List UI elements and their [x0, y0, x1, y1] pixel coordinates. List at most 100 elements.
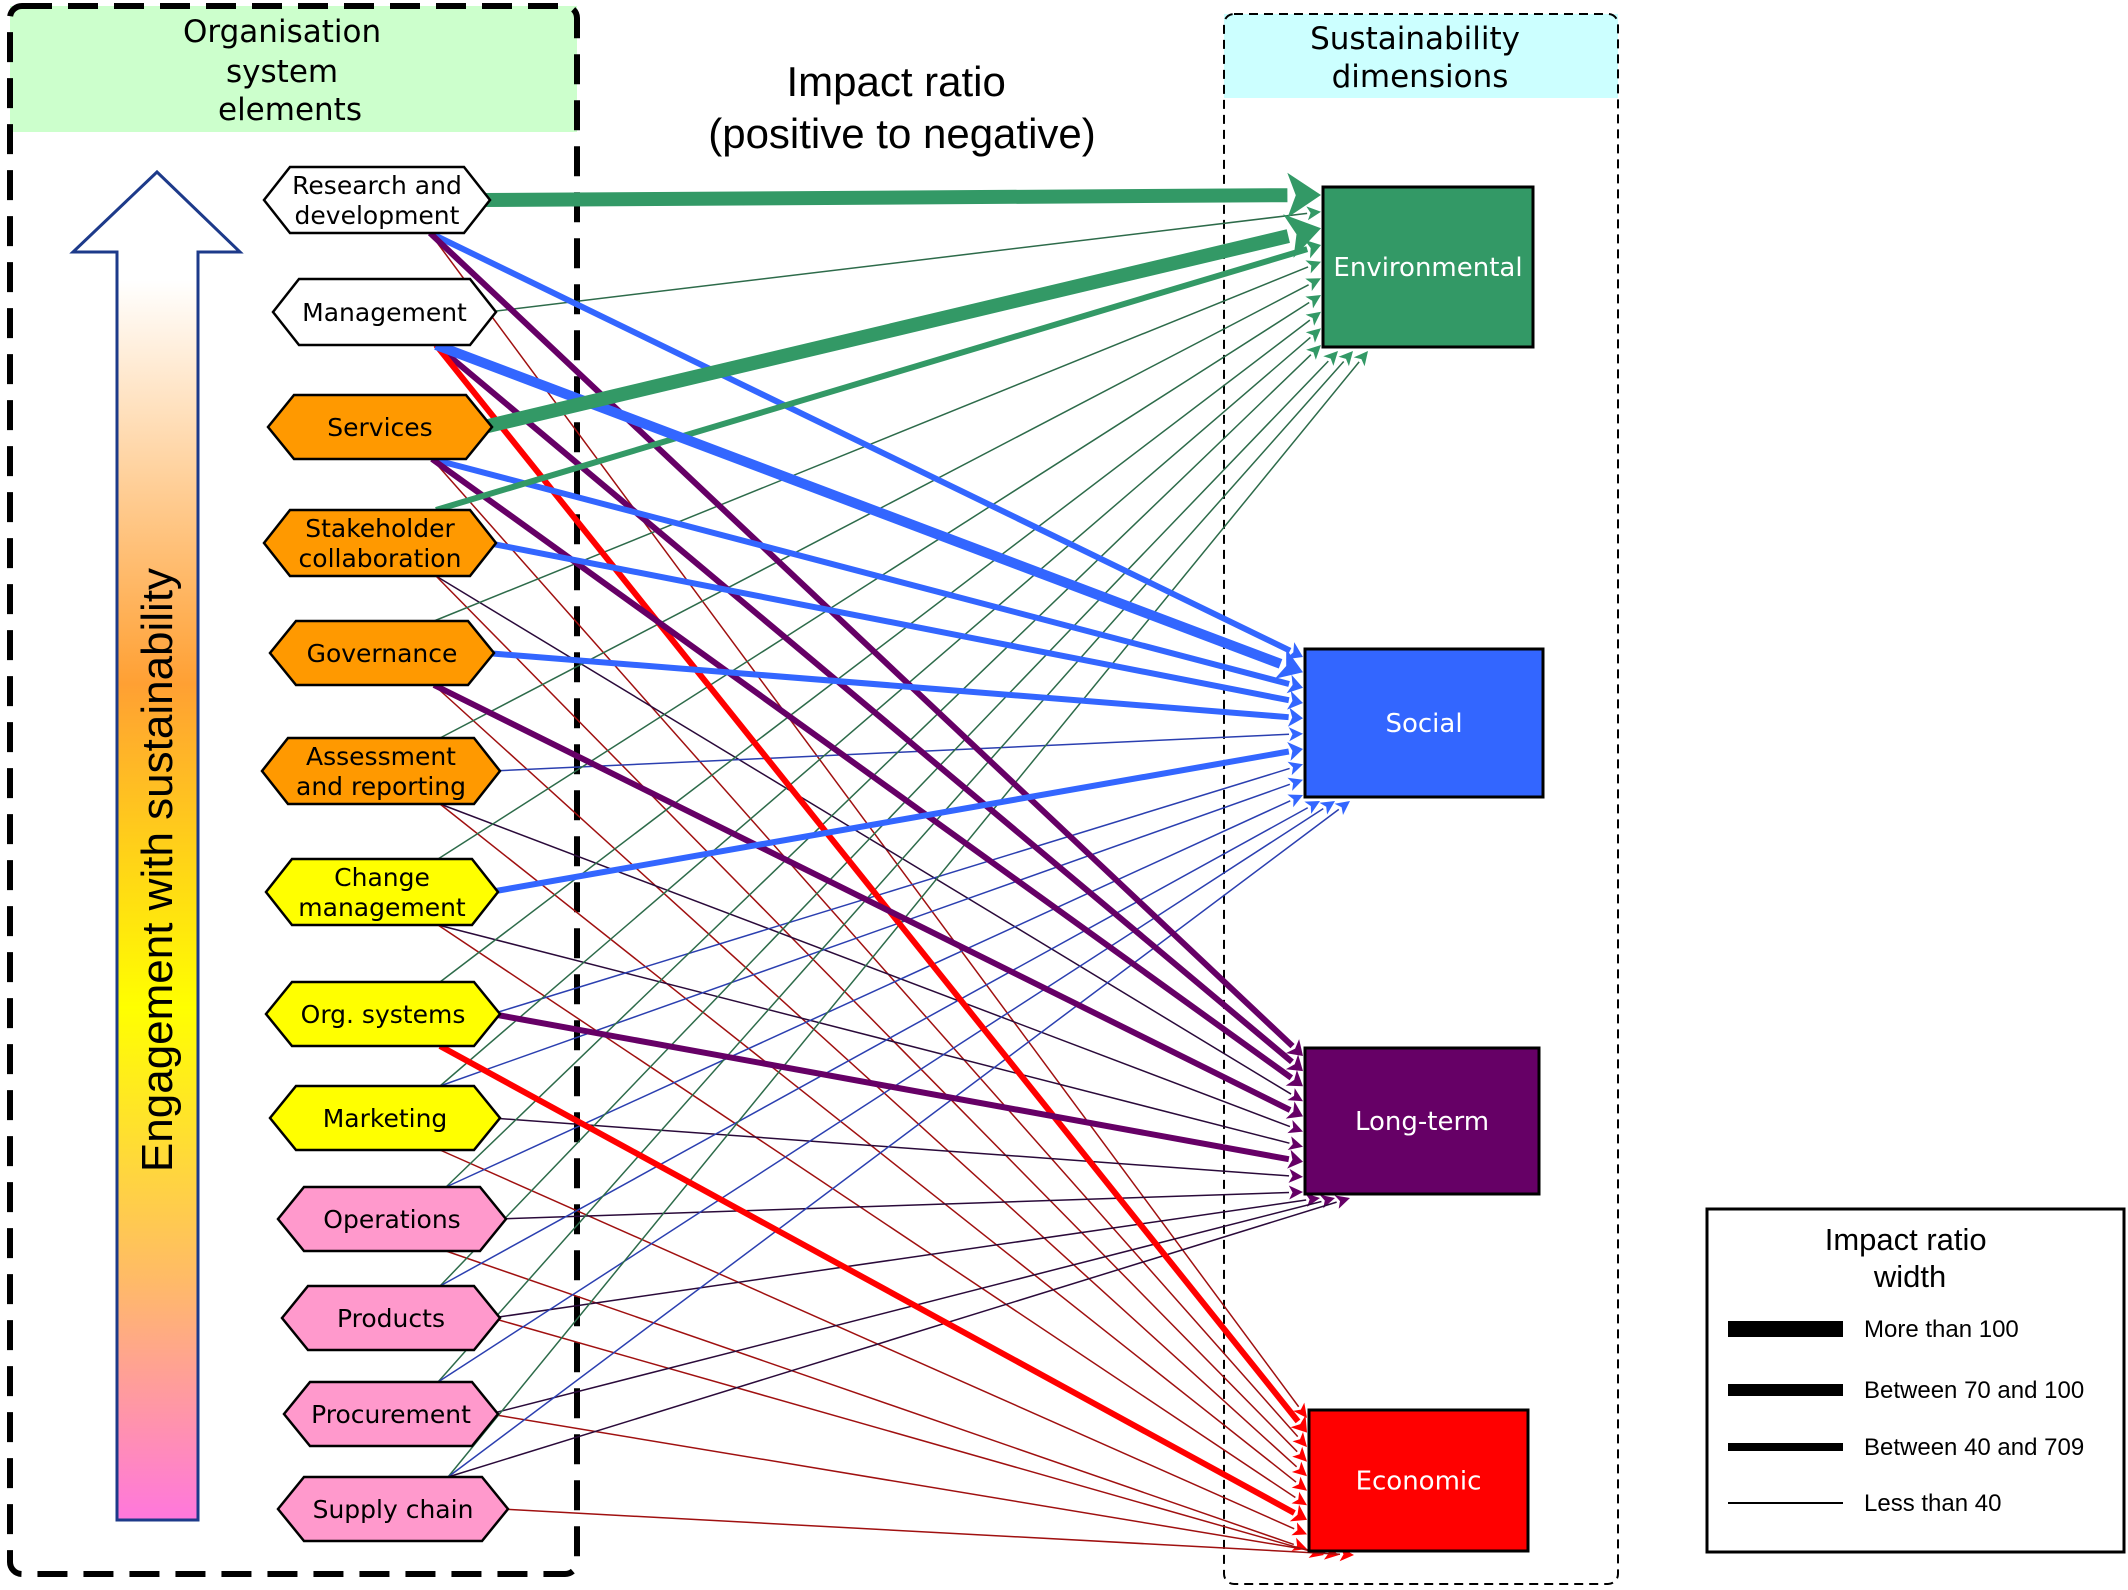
links-layer [427, 172, 1368, 1562]
link-arrowhead [1353, 351, 1368, 367]
link-mgmt-eco [433, 343, 1307, 1433]
link-services-eco [431, 458, 1307, 1448]
link-governance-lt [432, 682, 1303, 1119]
link-line [491, 1317, 1311, 1552]
link-line [435, 575, 1298, 1453]
link-governance-env [433, 260, 1321, 622]
link-arrowhead [1285, 642, 1303, 660]
dimension-box [1303, 1046, 1541, 1196]
left-panel: Organisation system elements [7, 3, 580, 1577]
link-marketing-lt [491, 1117, 1303, 1183]
link-line [447, 1201, 1337, 1478]
link-change-eco [437, 924, 1307, 1506]
legend-title: Impact ratio width [1825, 1222, 1996, 1294]
element-node-governance: Governance [268, 619, 496, 687]
link-line [439, 803, 1297, 1483]
link-line [434, 342, 1294, 1065]
link-arrowhead [1291, 1491, 1307, 1506]
right-panel-header-bg [1224, 14, 1618, 98]
link-line [489, 748, 1290, 895]
link-line [435, 246, 1309, 513]
link-arrowhead [1287, 1120, 1303, 1134]
link-arrowhead [1306, 345, 1321, 360]
element-node-shape [268, 619, 496, 687]
dimension-label: Long-term [1355, 1107, 1489, 1137]
link-line [437, 924, 1290, 1144]
link-line [491, 767, 1290, 1015]
element-node-label: Supply chain [313, 1495, 474, 1524]
link-assessment-lt [439, 803, 1303, 1134]
link-marketing-soc [439, 777, 1303, 1087]
link-arrowhead [1293, 1402, 1307, 1418]
link-services-env [482, 214, 1321, 434]
link-stakeholder-eco [435, 575, 1307, 1462]
link-procurement-soc [437, 801, 1335, 1383]
engagement-arrow-shape [69, 169, 244, 1522]
element-node-shape [264, 857, 500, 927]
element-node-shape [268, 1084, 502, 1152]
link-line [445, 800, 1291, 1188]
link-assessment-eco [439, 803, 1307, 1491]
link-arrowhead [1292, 1446, 1307, 1462]
legend-label: Between 40 and 709 [1864, 1434, 2084, 1461]
link-line [439, 807, 1309, 1287]
element-node-products: Products [280, 1284, 502, 1352]
link-assessment-soc [491, 727, 1303, 772]
element-node-shape [260, 736, 502, 806]
link-arrowhead [1274, 648, 1303, 679]
link-arrowhead [1287, 794, 1303, 808]
dimension-eco: Economic [1307, 1408, 1530, 1553]
right-panel-title: Sustainability dimensions [1310, 21, 1530, 95]
link-orgsys-lt [491, 1011, 1303, 1169]
link-arrowhead [1283, 214, 1321, 258]
link-line [499, 1508, 1341, 1555]
link-orgsys-eco [438, 1043, 1307, 1522]
link-services-soc [431, 456, 1303, 694]
link-arrowhead [1285, 1054, 1303, 1072]
element-node-shape [262, 165, 492, 235]
link-line [439, 803, 1291, 1128]
link-line [497, 1191, 1290, 1220]
legend-box [1705, 1207, 2126, 1554]
element-node-services: Services [266, 393, 494, 461]
element-node-label: Management [302, 298, 467, 327]
link-arrowhead [1304, 239, 1321, 259]
link-line [433, 343, 1301, 1424]
link-arrowhead [1334, 801, 1350, 815]
element-node-supply: Supply chain [276, 1475, 510, 1543]
element-node-label: Products [337, 1304, 445, 1333]
element-node-shape [262, 508, 498, 578]
link-line [491, 1199, 1307, 1319]
dimension-box [1307, 1408, 1530, 1553]
element-node-label: Governance [307, 639, 458, 668]
link-arrowhead [1287, 1088, 1303, 1102]
link-arrowhead [1334, 1195, 1350, 1209]
link-arrowhead [1291, 1522, 1307, 1536]
legend-item-70to100: Between 70 and 100 [1728, 1377, 2084, 1404]
link-arrowhead [1287, 777, 1303, 791]
link-line [487, 540, 1290, 704]
link-arrowhead [1305, 311, 1321, 326]
link-products-eco [491, 1317, 1324, 1558]
link-line [432, 682, 1292, 1113]
link-arrowhead [1290, 1415, 1307, 1433]
link-line [437, 301, 1310, 860]
link-line [431, 456, 1290, 687]
link-line [491, 1117, 1290, 1177]
element-node-operations: Operations [276, 1185, 508, 1253]
link-line [445, 1250, 1295, 1546]
link-rd-lt [427, 230, 1303, 1056]
link-operations-soc [445, 794, 1303, 1188]
link-stakeholder-soc [487, 540, 1303, 710]
link-change-env [437, 295, 1321, 860]
link-arrowhead [1285, 1101, 1303, 1119]
link-arrowhead [1323, 351, 1338, 366]
element-node-shape [276, 1475, 510, 1543]
link-arrowhead [1287, 1136, 1303, 1150]
dimension-lt: Long-term [1303, 1046, 1541, 1196]
